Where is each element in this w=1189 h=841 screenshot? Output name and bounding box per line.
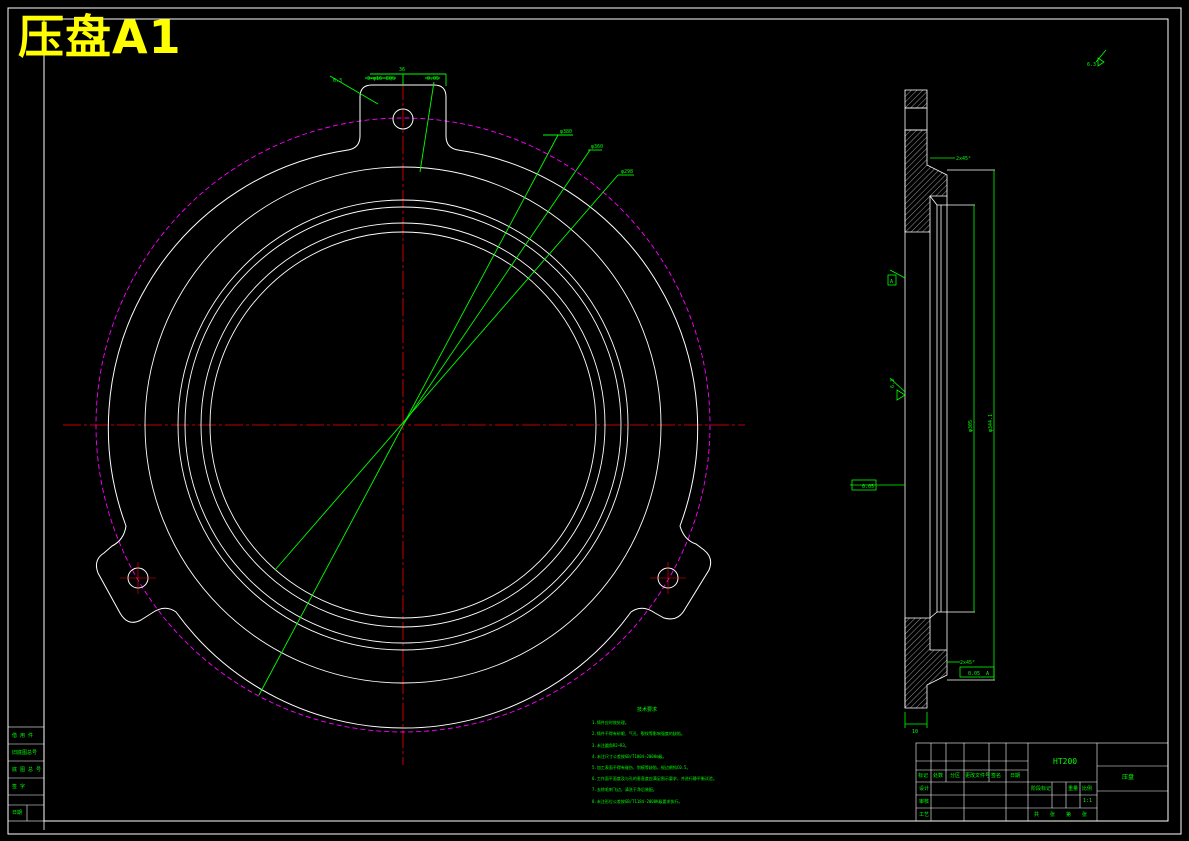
- note-line: 7.去除毛刺飞边，清洗干净后装配。: [592, 787, 657, 793]
- side-label-0: 借 用 件: [12, 733, 34, 739]
- technical-notes: 技术要求 1.铸件应时效处理。 2.铸件不得有砂眼、气孔、裂纹等影响强度的缺陷。…: [592, 705, 742, 807]
- tb-header-4: 签名: [991, 773, 1002, 779]
- note-line: 1.铸件应时效处理。: [592, 720, 629, 726]
- tb-row-0: 设计: [919, 786, 930, 792]
- tb-row-2: 工艺: [919, 812, 930, 818]
- tb-header-2: 分区: [950, 773, 961, 779]
- bolt-hole-top: [392, 108, 414, 130]
- ring-4: [200, 222, 606, 628]
- note-line: 3.未注圆角R2~R3。: [592, 742, 629, 748]
- side-dim-3: 2x45°: [956, 156, 971, 162]
- outer-profile: [96, 84, 712, 729]
- side-label-2: 底 图 总 号: [12, 767, 42, 773]
- notes-title: 技术要求: [636, 707, 657, 713]
- side-label-1: 旧底图总号: [12, 750, 38, 756]
- note-line: 5.加工表面不得有碰伤、划痕等缺陷，锐边倒钝C0.5。: [592, 765, 691, 771]
- flatness-value: 0.05: [862, 484, 874, 490]
- parallel-value: 0.05: [968, 671, 980, 677]
- leader-dia-mid: [402, 149, 591, 426]
- tb-sheet-3: 张: [1082, 812, 1088, 818]
- scale-label: 1:1: [1083, 798, 1093, 804]
- tb-row-1: 审核: [919, 799, 930, 805]
- leader-dia-outer: [258, 134, 559, 696]
- side-dim-3b: 2x45°: [960, 660, 975, 666]
- ring-1: [144, 166, 662, 684]
- tb-header-3: 更改文件号: [965, 773, 991, 779]
- tb-sheet-0: 共: [1034, 812, 1040, 818]
- tb-sheet-1: 张: [1050, 812, 1056, 818]
- label-dia-mid: φ360: [591, 144, 603, 150]
- side-view: φ344.1 φ305 2x45° 2x45° 10 A A 0.05 0.05…: [850, 49, 1107, 735]
- label-lug-tol: 0.05: [427, 76, 439, 82]
- tb-header-5: 日期: [1010, 773, 1021, 779]
- ring-5: [209, 231, 597, 619]
- ring-3: [184, 206, 622, 644]
- note-line: 2.铸件不得有砂眼、气孔、裂纹等影响强度的缺陷。: [592, 731, 685, 737]
- label-dia-inner: φ298: [621, 169, 633, 175]
- section-bottom: [904, 617, 948, 709]
- title-block: [915, 742, 1169, 822]
- parallel-box: [959, 666, 995, 678]
- tb-header-1: 处数: [933, 773, 944, 779]
- side-block: [7, 726, 45, 822]
- datum-box-a: [887, 274, 897, 286]
- tb-info-1: 重量: [1068, 786, 1079, 792]
- leader-dia-inner: [274, 174, 619, 571]
- outer-border: [7, 7, 1182, 835]
- tb-info-0: 阶段标记: [1031, 786, 1052, 792]
- note-line: 4.未注尺寸公差按GB/T1804-2000m级。: [592, 753, 667, 759]
- note-line: 8.未注形位公差按GB/T1184-2000K级要求执行。: [592, 798, 683, 804]
- tb-header-0: 标记: [918, 773, 929, 779]
- side-label-4: 日期: [12, 810, 23, 816]
- side-dim-1: φ344.1: [988, 414, 994, 432]
- sheet-stamp: 压盘A1: [18, 10, 182, 64]
- part-name-label: 压盘: [1122, 774, 1135, 781]
- tb-info-2: 比例: [1082, 786, 1093, 792]
- label-hole-depth: EQS: [386, 76, 395, 82]
- surface-finish-side: 6.3: [890, 379, 896, 388]
- side-dim-2: φ305: [968, 420, 974, 432]
- side-label-3: 签 字: [12, 784, 26, 790]
- bolt-circle: [95, 117, 711, 733]
- label-lug-width: 36: [399, 67, 405, 73]
- label-hole: 3-φ16: [367, 76, 382, 82]
- datum-a-label: A: [890, 279, 893, 285]
- note-line: 6.工作面平面度及与孔的垂直度应满足图示要求，并进行静平衡试验。: [592, 776, 717, 782]
- flatness-box: [851, 479, 877, 491]
- side-dim-4: 10: [912, 729, 918, 735]
- front-view: φ380 φ360 φ298 3-φ16 EQS 36 0.05 6.3: [63, 67, 745, 765]
- label-surface-top: 6.3: [333, 78, 342, 84]
- label-dia-outer: φ380: [560, 129, 572, 135]
- tb-sheet-2: 第: [1066, 812, 1072, 818]
- surface-finish-corner: 6.3: [1087, 62, 1096, 68]
- lug-section-top: [904, 89, 928, 109]
- inner-border: [43, 18, 1169, 822]
- datum-a-label-2: A: [986, 671, 989, 677]
- ring-2: [177, 199, 629, 651]
- material-label: HT200: [1053, 757, 1078, 766]
